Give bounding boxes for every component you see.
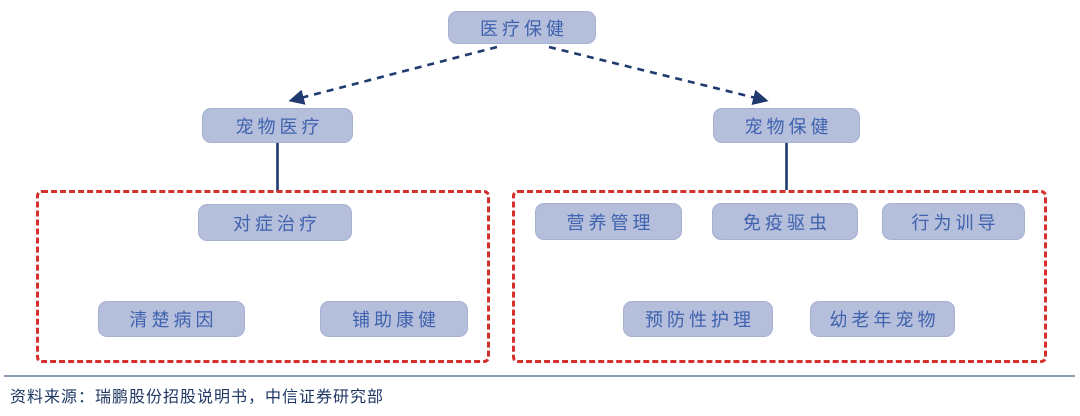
node-preventive-care: 预防性护理 [623, 301, 773, 337]
edge-root-to-pet-health [548, 45, 769, 105]
node-pet-health: 宠物保健 [713, 108, 860, 143]
node-nutrition-management: 营养管理 [535, 203, 682, 240]
node-medical-healthcare: 医疗保健 [448, 11, 596, 44]
node-immunization-deworming: 免疫驱虫 [712, 203, 858, 240]
node-pet-medical: 宠物医疗 [202, 108, 353, 143]
node-identify-cause: 清楚病因 [98, 301, 245, 337]
node-behavior-training: 行为训导 [882, 203, 1025, 240]
node-young-senior-pets: 幼老年宠物 [810, 301, 955, 337]
footer-divider [4, 375, 1075, 377]
node-symptomatic-treatment: 对症治疗 [198, 204, 352, 241]
node-assist-recovery: 铺助康健 [320, 301, 468, 337]
source-attribution: 资料来源：瑞鹏股份招股说明书，中信证券研究部 [10, 389, 385, 406]
right-group-box [512, 190, 1047, 363]
edge-root-to-pet-medical [288, 45, 498, 105]
left-group-box [36, 190, 490, 363]
